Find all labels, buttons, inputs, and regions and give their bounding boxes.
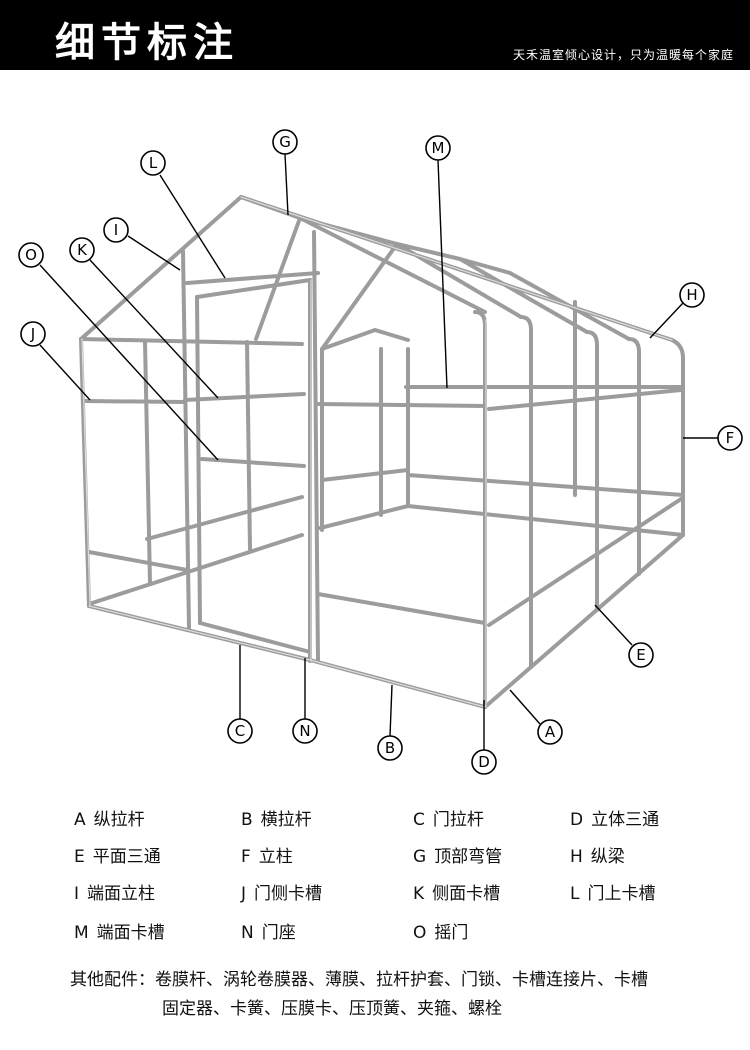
callout-l: L	[140, 150, 166, 176]
svg-text:A: A	[545, 723, 556, 741]
callout-d: D	[471, 749, 497, 775]
callout-b: B	[377, 735, 403, 761]
svg-text:B: B	[385, 739, 395, 757]
svg-text:I: I	[114, 221, 118, 239]
svg-text:L: L	[149, 154, 158, 172]
svg-text:D: D	[478, 753, 490, 771]
callout-a: A	[537, 719, 563, 745]
callout-h: H	[679, 282, 705, 308]
svg-text:H: H	[686, 286, 697, 304]
callout-f: F	[717, 425, 743, 451]
svg-text:F: F	[726, 429, 735, 447]
leader-lines	[39, 153, 718, 750]
callout-c: C	[227, 718, 253, 744]
svg-text:G: G	[279, 133, 291, 151]
other-parts-line-1: 其他配件：卷膜杆、涡轮卷膜器、薄膜、拉杆护套、门锁、卡槽连接片、卡槽	[70, 970, 648, 990]
svg-text:C: C	[235, 722, 245, 740]
other-parts-line-2: 固定器、卡簧、压膜卡、压顶簧、夹箍、螺栓	[162, 999, 502, 1019]
svg-text:N: N	[299, 722, 310, 740]
callout-i: I	[103, 217, 129, 243]
callout-j: J	[20, 321, 46, 347]
greenhouse-frame	[79, 195, 685, 709]
greenhouse-diagram: G M L I K O J H F E A B C N D	[18, 129, 743, 775]
callout-n: N	[292, 718, 318, 744]
page-title: 细节标注	[55, 20, 239, 66]
callout-o: O	[18, 242, 44, 268]
svg-text:E: E	[636, 646, 645, 664]
svg-text:M: M	[432, 139, 445, 157]
callout-g: G	[272, 129, 298, 155]
header-bar: 细节标注 天禾温室倾心设计，只为温暖每个家庭	[0, 0, 750, 70]
svg-text:O: O	[25, 246, 37, 264]
svg-text:J: J	[30, 325, 35, 343]
callout-k: K	[69, 237, 95, 263]
callout-m: M	[425, 135, 451, 161]
callout-e: E	[628, 642, 654, 668]
svg-text:K: K	[77, 241, 88, 259]
slogan: 天禾温室倾心设计，只为温暖每个家庭	[512, 48, 734, 62]
